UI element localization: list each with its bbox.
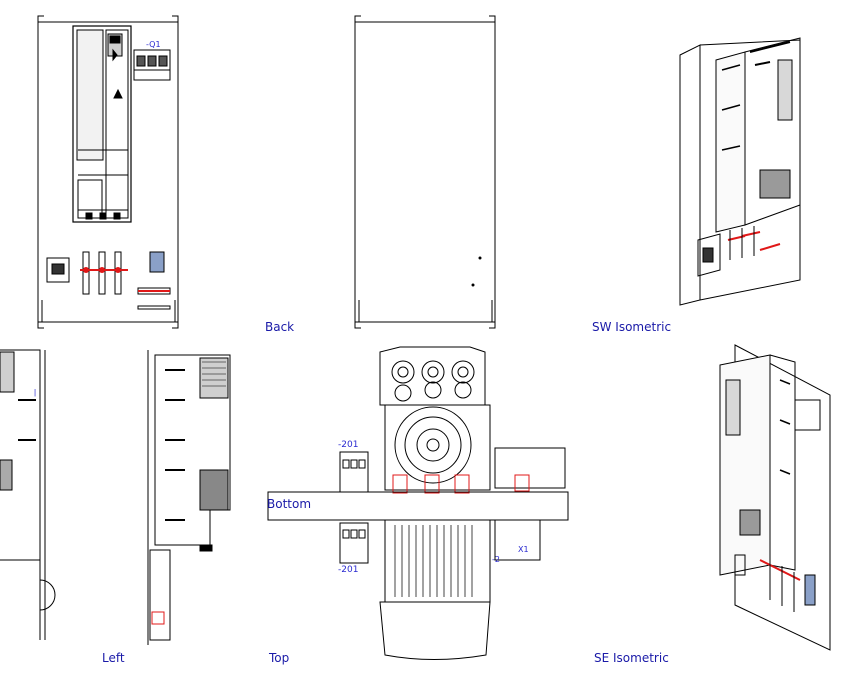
sw-panel-plate <box>679 44 701 306</box>
top-view <box>267 346 569 660</box>
back-panel-plate <box>354 21 496 323</box>
left-side-view-1: | <box>0 349 56 640</box>
front-contactor <box>46 257 70 283</box>
tag-bottom-lower: -201 <box>338 565 359 575</box>
label-se-isometric: SE Isometric <box>594 651 669 665</box>
left-side-view-2 <box>147 350 231 645</box>
label-left: Left <box>102 651 125 665</box>
label-top: Top <box>269 651 290 665</box>
back-view <box>354 15 496 329</box>
label-sw-isometric: SW Isometric <box>592 320 672 334</box>
front-fuse-3 <box>114 251 122 295</box>
top-fan <box>394 406 472 484</box>
front-fuse-1 <box>82 251 90 295</box>
label-bottom: Bottom <box>267 497 312 511</box>
label-back: Back <box>265 320 295 334</box>
svg-text:|: | <box>34 388 36 397</box>
tag-bottom-x2: -2 <box>492 555 500 564</box>
se-isometric-view <box>719 344 831 651</box>
front-fuse-2 <box>98 251 106 295</box>
sw-isometric-view <box>679 37 801 306</box>
front-view <box>37 15 179 329</box>
tag-bottom-x1: X1 <box>518 545 529 554</box>
front-relay <box>149 251 165 273</box>
front-drive-body <box>72 25 132 223</box>
tag-bottom-upper: -201 <box>338 440 359 450</box>
top-mounting-rail <box>267 491 569 521</box>
tag-front-q1: -Q1 <box>146 40 161 49</box>
front-terminal-block <box>133 49 171 81</box>
front-panel-plate <box>37 21 179 323</box>
